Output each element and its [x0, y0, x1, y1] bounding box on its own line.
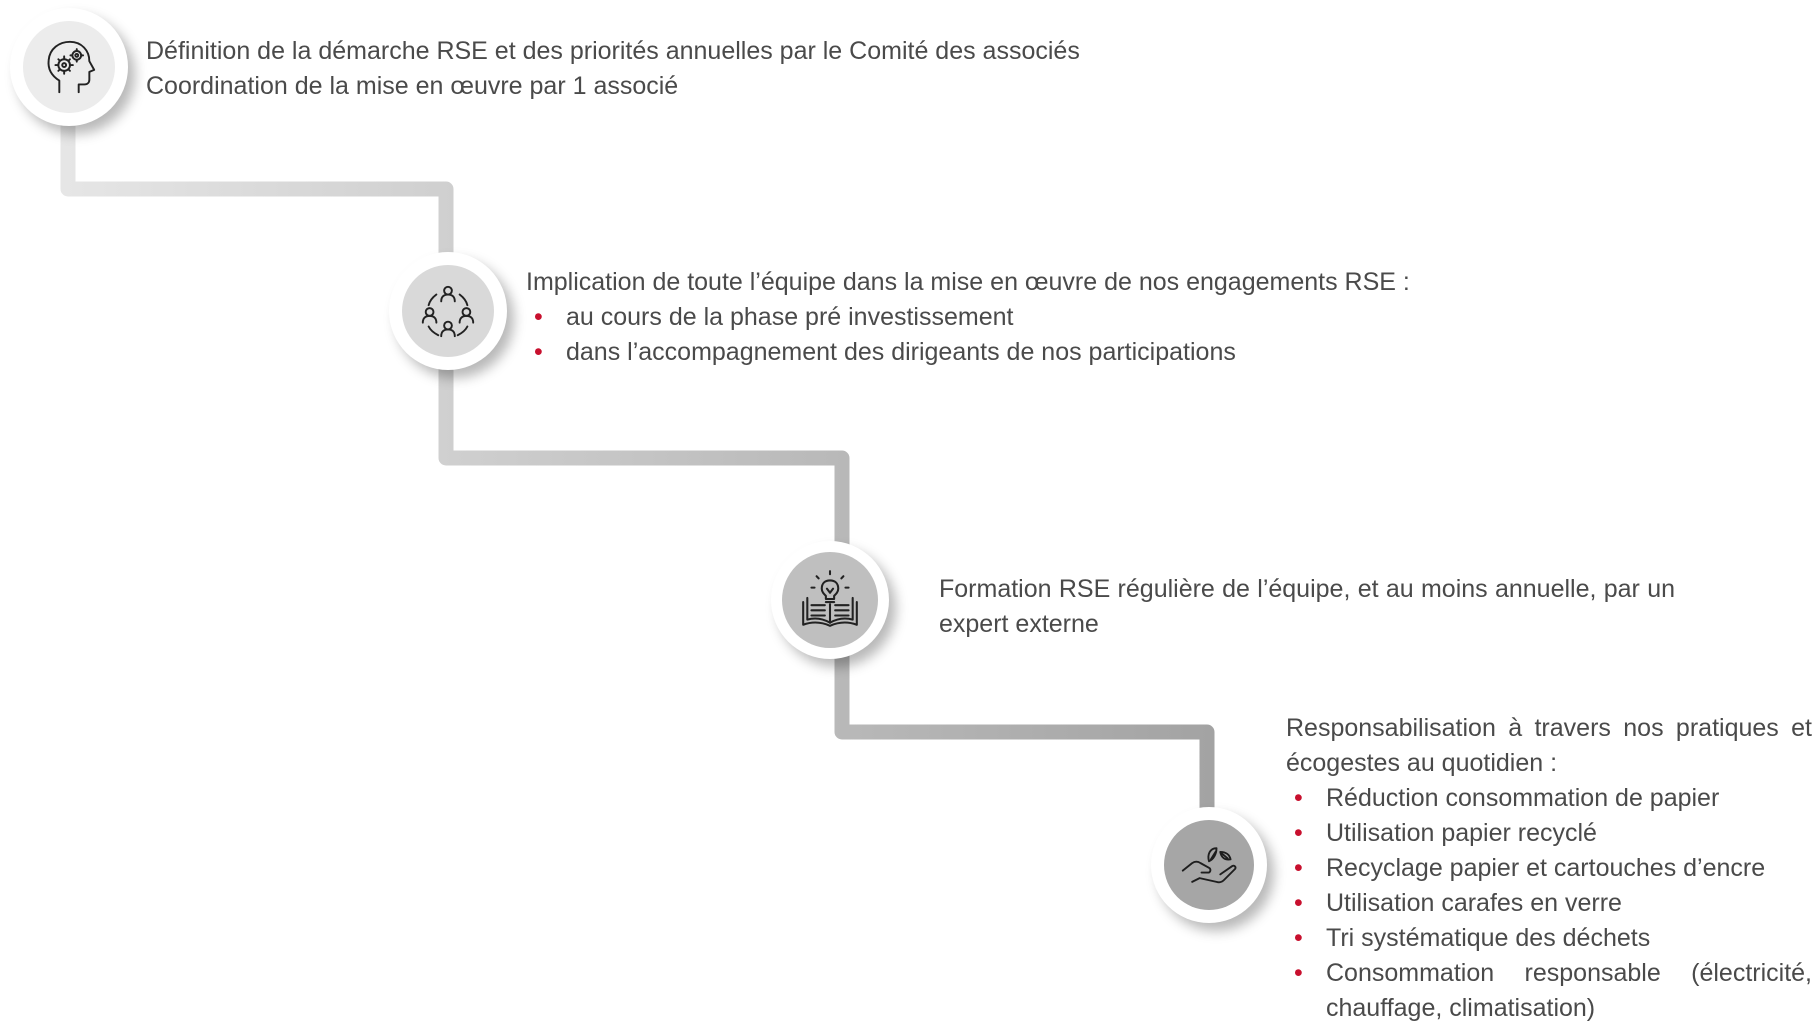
- step-1-line-2: Coordination de la mise en œuvre par 1 a…: [146, 72, 679, 100]
- step-4-bullet: Consommation responsable (électricité, c…: [1286, 956, 1812, 1026]
- step-2-line-1: Implication de toute l’équipe dans la mi…: [526, 268, 1410, 296]
- step-4-text: Responsabilisation à travers nos pratiqu…: [1286, 711, 1812, 1026]
- book-lightbulb-icon: [802, 570, 858, 627]
- team-circle-icon: [421, 285, 475, 338]
- step-4-bullet: Recyclage papier et cartouches d’encre: [1286, 851, 1812, 886]
- step-3-text: Formation RSE régulière de l’équipe, et …: [939, 572, 1675, 642]
- step-3-icon-badge: [771, 541, 889, 659]
- step-2-icon-badge: [389, 252, 507, 370]
- step-2-bullet: dans l’accompagnement des dirigeants de …: [526, 335, 1526, 370]
- step-2-bullet: au cours de la phase pré investissement: [526, 300, 1526, 335]
- step-1-line-1: Définition de la démarche RSE et des pri…: [146, 37, 1080, 65]
- staircase-path: [60, 100, 1215, 830]
- step-4-line-1: Responsabilisation à travers nos pratiqu…: [1286, 714, 1812, 777]
- head-gears-icon: [47, 40, 96, 94]
- step-4-bullet-list: Réduction consommation de papier Utilisa…: [1286, 781, 1812, 1026]
- step-1-text: Définition de la démarche RSE et des pri…: [146, 34, 1246, 104]
- hand-plant-icon: [1181, 847, 1237, 884]
- step-3-line-1: Formation RSE régulière de l’équipe, et …: [939, 575, 1675, 638]
- step-4-icon-badge: [1151, 807, 1267, 923]
- step-4-bullet: Réduction consommation de papier: [1286, 781, 1812, 816]
- step-2-text: Implication de toute l’équipe dans la mi…: [526, 265, 1526, 370]
- step-2-bullet-list: au cours de la phase pré investissement …: [526, 300, 1526, 370]
- step-4-bullet: Utilisation papier recyclé: [1286, 816, 1812, 851]
- step-4-bullet: Utilisation carafes en verre: [1286, 886, 1812, 921]
- step-4-bullet: Tri systématique des déchets: [1286, 921, 1812, 956]
- step-1-icon-badge: [10, 8, 128, 126]
